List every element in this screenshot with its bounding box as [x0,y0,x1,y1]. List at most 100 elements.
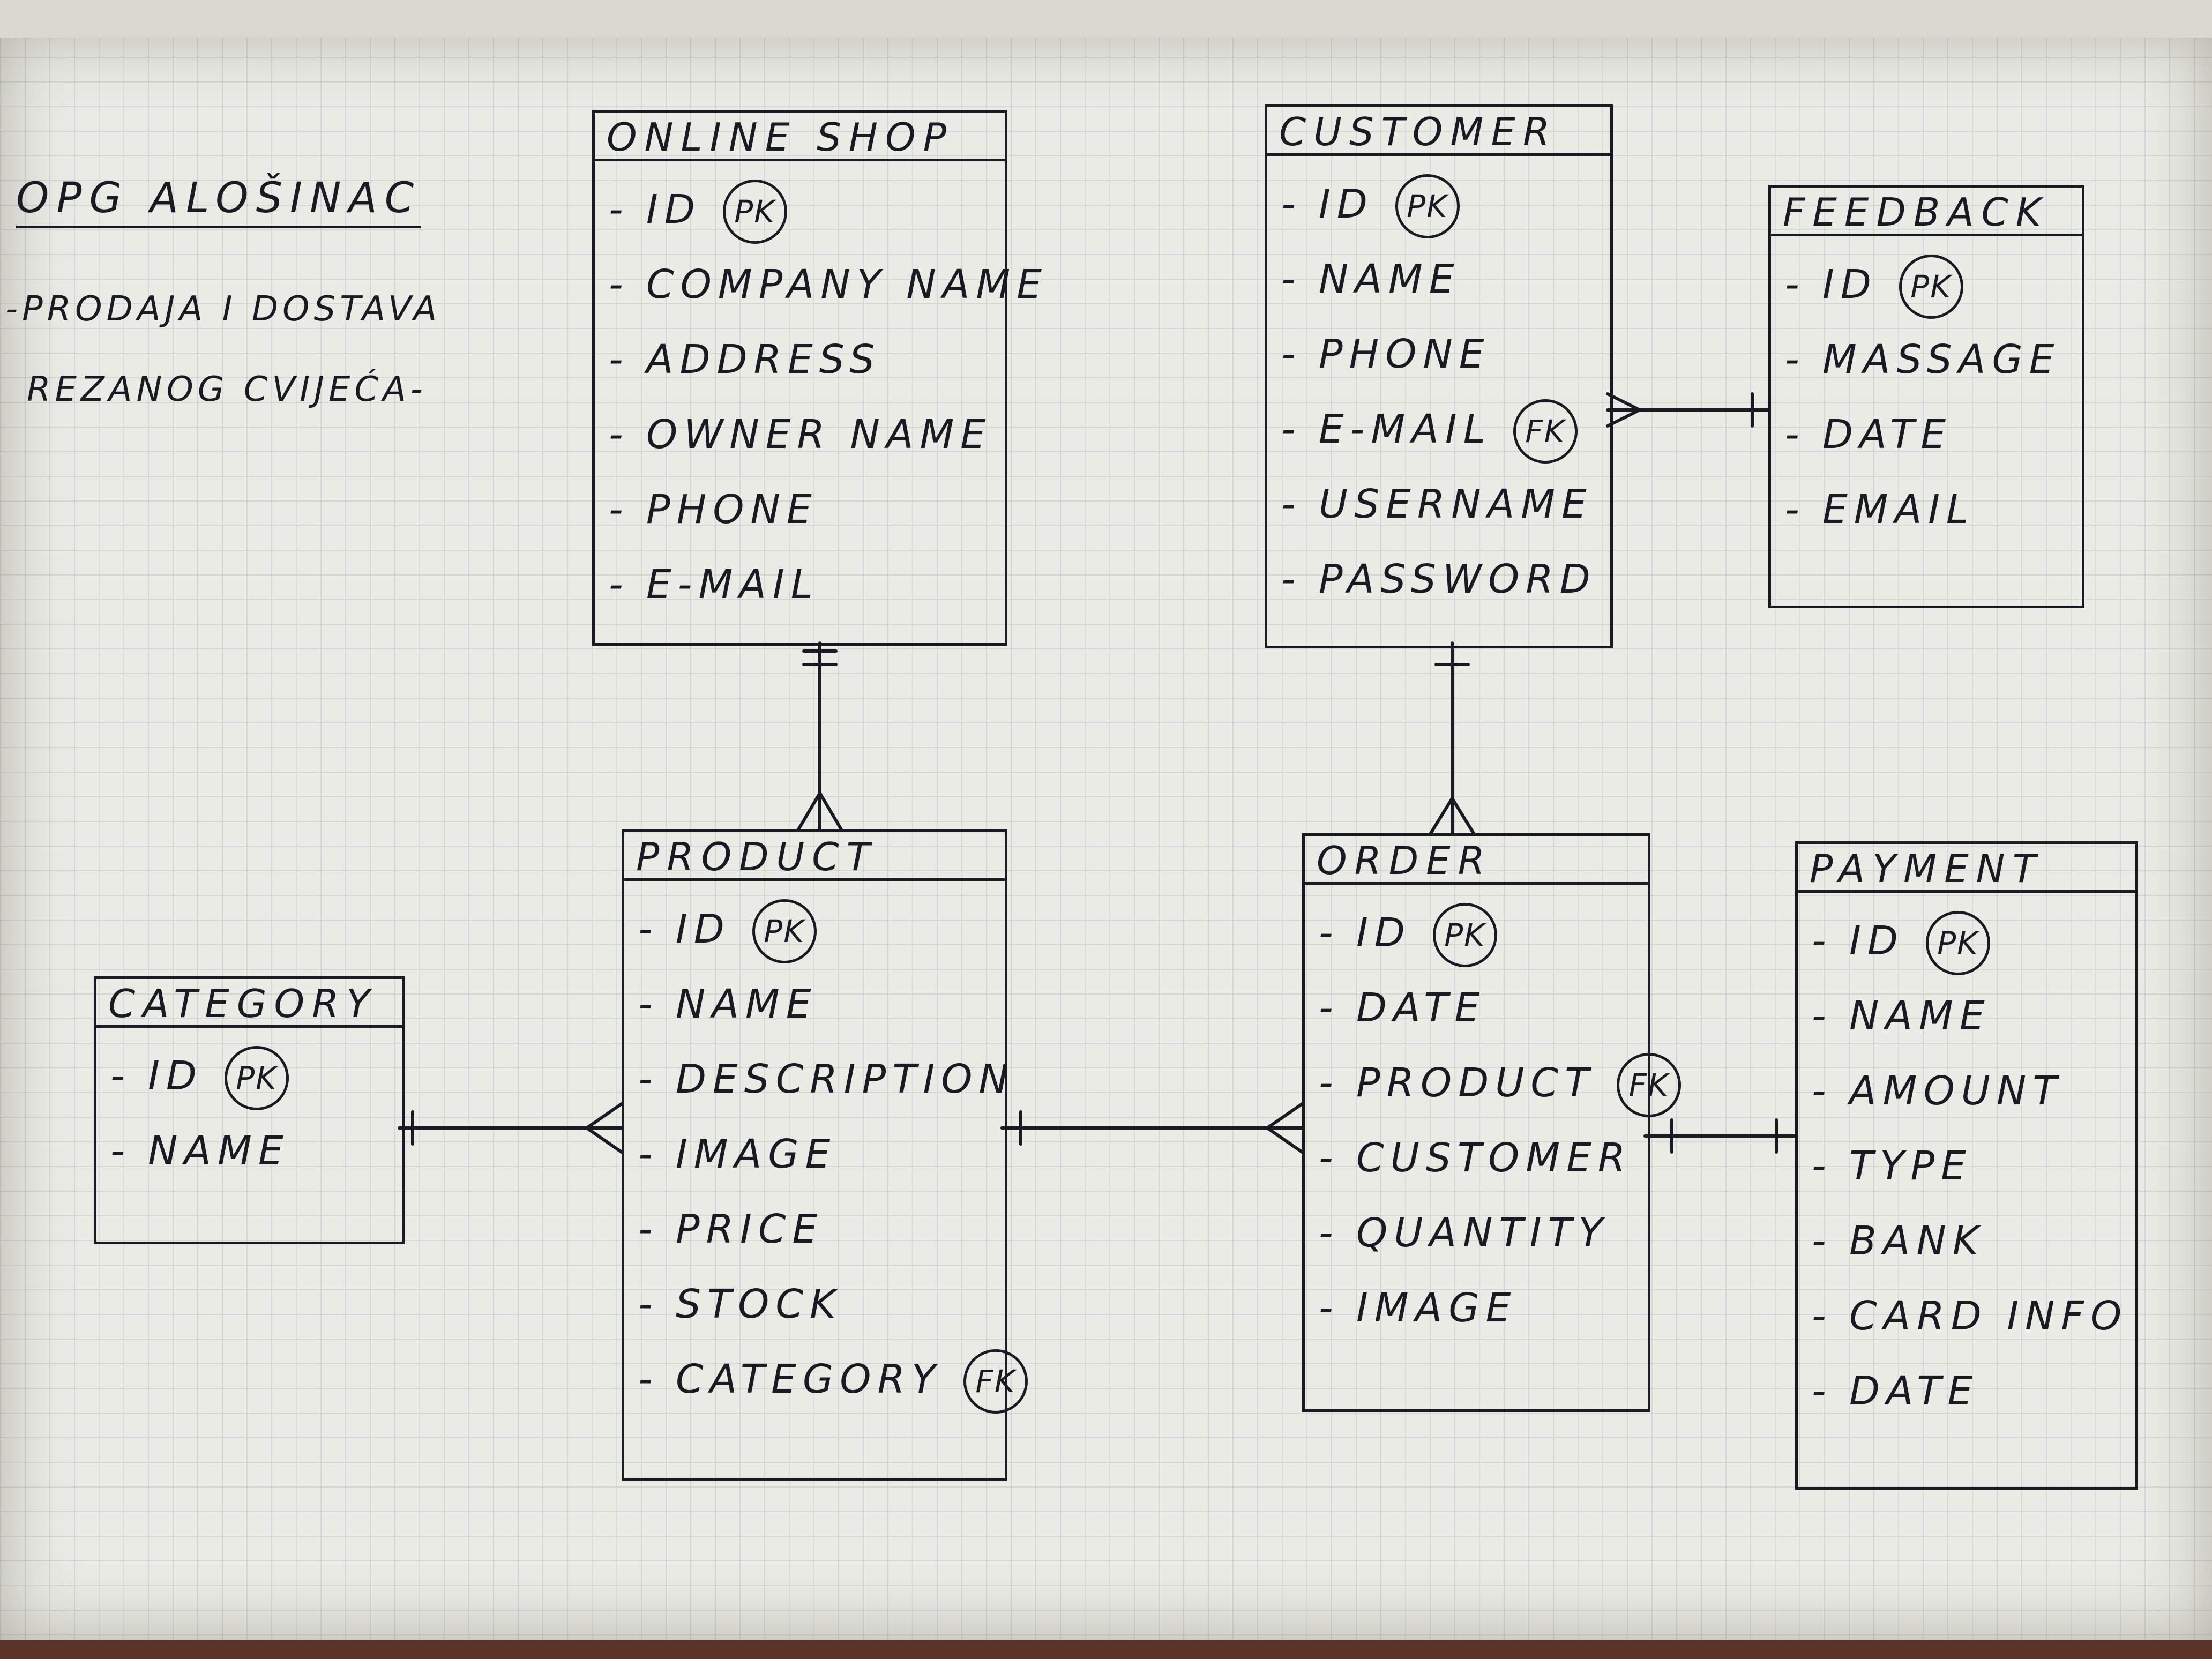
notes-line-1: -PRODAJA I DOSTAVA [5,289,442,329]
foreign-key-badge: FK [1617,1053,1682,1118]
entity-title: PAYMENT [1798,844,2135,893]
attribute-bullet: - [1281,181,1302,227]
attribute-label: EMAIL [1822,487,1975,533]
attribute-label: STOCK [676,1281,842,1327]
attribute-row: -NAME [1812,978,2135,1053]
attribute-bullet: - [1812,918,1833,964]
attribute-row: -MASSAGE [1785,322,2082,397]
primary-key-badge: PK [1395,174,1460,239]
attribute-bullet: - [1281,331,1302,377]
attribute-label: ID [1822,261,1878,308]
attribute-label: DATE [1822,412,1953,458]
attribute-bullet: - [638,1356,659,1402]
attribute-bullet: - [609,337,630,383]
attribute-label: NAME [1319,256,1461,302]
attribute-bullet: - [609,487,630,533]
attribute-bullet: - [1281,406,1302,452]
attribute-bullet: - [1812,1068,1833,1114]
rel-product-order [1000,1102,1304,1154]
attribute-row: -PHONE [1281,317,1610,392]
attribute-label: PHONE [1319,331,1491,377]
attribute-label: NAME [676,981,818,1027]
attribute-row: -CARD INFO [1812,1279,2135,1354]
graph-paper [0,32,2212,1640]
primary-key-badge: PK [1925,911,1990,976]
rel-online-shop-product [797,641,843,831]
attribute-label: PHONE [646,487,818,533]
attribute-bullet: - [638,981,659,1027]
attribute-bullet: - [1319,1060,1340,1106]
attribute-label: NAME [1849,993,1991,1039]
entity-title: CATEGORY [96,979,402,1028]
attribute-bullet: - [638,1206,659,1252]
attribute-label: NAME [148,1128,290,1174]
primary-key-badge: PK [1899,255,1963,319]
attribute-row: -OWNER NAME [609,397,1005,472]
attribute-row: -NAME [638,967,1005,1042]
attribute-bullet: - [1812,1368,1833,1414]
attribute-label: AMOUNT [1849,1068,2064,1114]
attribute-row: -NAME [110,1114,402,1189]
attribute-bullet: - [1812,993,1833,1039]
attribute-label: CUSTOMER [1356,1135,1632,1181]
attribute-bullet: - [609,261,630,308]
attribute-row: -NAME [1281,242,1610,317]
attribute-bullet: - [609,412,630,458]
attribute-label: TYPE [1849,1143,1972,1189]
rel-customer-feedback [1606,392,1770,428]
attribute-bullet: - [1319,1285,1340,1331]
foreign-key-badge: FK [1513,399,1578,464]
attribute-bullet: - [110,1128,131,1174]
attribute-label: E-MAIL [1319,406,1492,452]
attribute-label: BANK [1849,1218,1985,1264]
attribute-bullet: - [110,1053,131,1099]
attribute-row: -CUSTOMER [1319,1120,1648,1195]
attribute-row: -E-MAIL [609,547,1005,622]
attribute-label: IMAGE [1356,1285,1518,1331]
attribute-row: -EMAIL [1785,472,2082,547]
attribute-label: DATE [1849,1368,1979,1414]
attribute-row: -PHONE [609,472,1005,547]
notes-line-2: REZANOG CVIJEĆA- [27,370,427,409]
attribute-label: ID [646,186,701,233]
attribute-label: ID [1849,918,1904,964]
attribute-bullet: - [1281,481,1302,527]
attribute-row: -USERNAME [1281,467,1610,542]
attribute-row: -IMAGE [638,1117,1005,1192]
attribute-label: DATE [1356,985,1486,1031]
rel-order-payment [1643,1118,1797,1154]
notes-title: OPG ALOŠINAC [16,174,422,228]
attribute-bullet: - [1319,1210,1340,1256]
attribute-bullet: - [1319,1135,1340,1181]
attribute-label: PRODUCT [1356,1060,1596,1106]
attribute-bullet: - [1785,412,1806,458]
attribute-bullet: - [1319,985,1340,1031]
attribute-bullet: - [1785,337,1806,383]
attribute-bullet: - [638,1131,659,1177]
attribute-row: -PRICE [638,1192,1005,1267]
primary-key-badge: PK [1432,903,1497,968]
attribute-bullet: - [638,1056,659,1102]
rel-category-product [398,1102,623,1154]
attribute-label: ID [1356,910,1411,956]
attribute-label: MASSAGE [1822,337,2061,383]
attribute-row: -DESCRIPTION [638,1042,1008,1117]
attribute-row: -TYPE [1812,1129,2135,1204]
attribute-row: -ADDRESS [609,322,1005,397]
primary-key-badge: PK [722,180,787,244]
attribute-label: PRICE [676,1206,824,1252]
